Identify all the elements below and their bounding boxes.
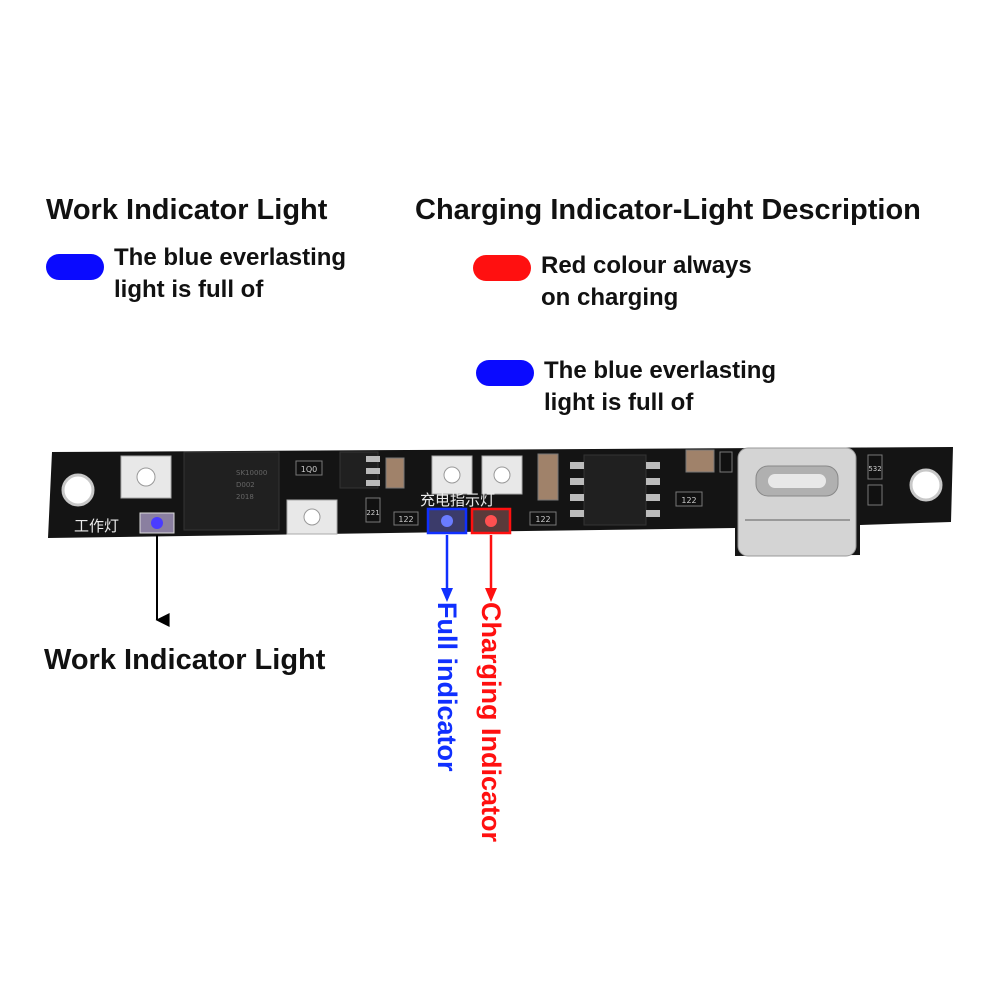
work-legend-heading: Work Indicator Light (46, 194, 328, 226)
full-indicator-label: Full indicator (432, 602, 462, 772)
work-legend-line-2: light is full of (114, 276, 264, 303)
charging-legend-red-swatch (473, 255, 531, 281)
capacitor-1 (385, 457, 405, 489)
svg-text:221: 221 (366, 509, 379, 517)
work-legend-description: The blue everlasting light is full of (114, 242, 346, 306)
capacitor-2 (537, 453, 559, 501)
pad-4 (481, 455, 523, 495)
capacitor-3 (685, 449, 715, 473)
ic-chip-1-label-3: 2018 (236, 493, 254, 501)
work-callout-label: Work Indicator Light (44, 644, 326, 676)
charging-red-line-1: Red colour always (541, 252, 752, 279)
charging-legend-blue-description: The blue everlasting light is full of (544, 355, 776, 419)
ic-chip-2 (583, 454, 647, 526)
silkscreen-charge-label: 充电指示灯 (420, 491, 495, 509)
charging-legend-blue-swatch (476, 360, 534, 386)
mounting-hole-right (909, 468, 943, 502)
charging-legend-heading: Charging Indicator-Light Description (415, 194, 921, 226)
mounting-hole-left (61, 473, 95, 507)
svg-text:122: 122 (681, 496, 696, 505)
resistor-group: 1Q0 122 122 221 122 532 (295, 451, 883, 526)
svg-text:122: 122 (398, 515, 413, 524)
silkscreen-work-label: 工作灯 (74, 517, 119, 535)
usb-c-connector (737, 447, 857, 557)
svg-text:122: 122 (535, 515, 550, 524)
charging-legend-red-description: Red colour always on charging (541, 250, 752, 314)
charging-blue-line-2: light is full of (544, 389, 694, 416)
svg-text:1Q0: 1Q0 (301, 465, 317, 474)
ic-chip-1 (183, 451, 280, 531)
work-legend-line-1: The blue everlasting (114, 244, 347, 271)
charging-red-line-2: on charging (541, 284, 679, 311)
charging-blue-line-1: The blue everlasting (544, 357, 777, 384)
work-legend-blue-swatch (46, 254, 104, 280)
charging-indicator-label: Charging Indicator (476, 602, 506, 843)
svg-text:532: 532 (868, 465, 881, 473)
ic-chip-1-label-1: SK10000 (236, 469, 267, 477)
ic-chip-1-label-2: D002 (236, 481, 255, 489)
